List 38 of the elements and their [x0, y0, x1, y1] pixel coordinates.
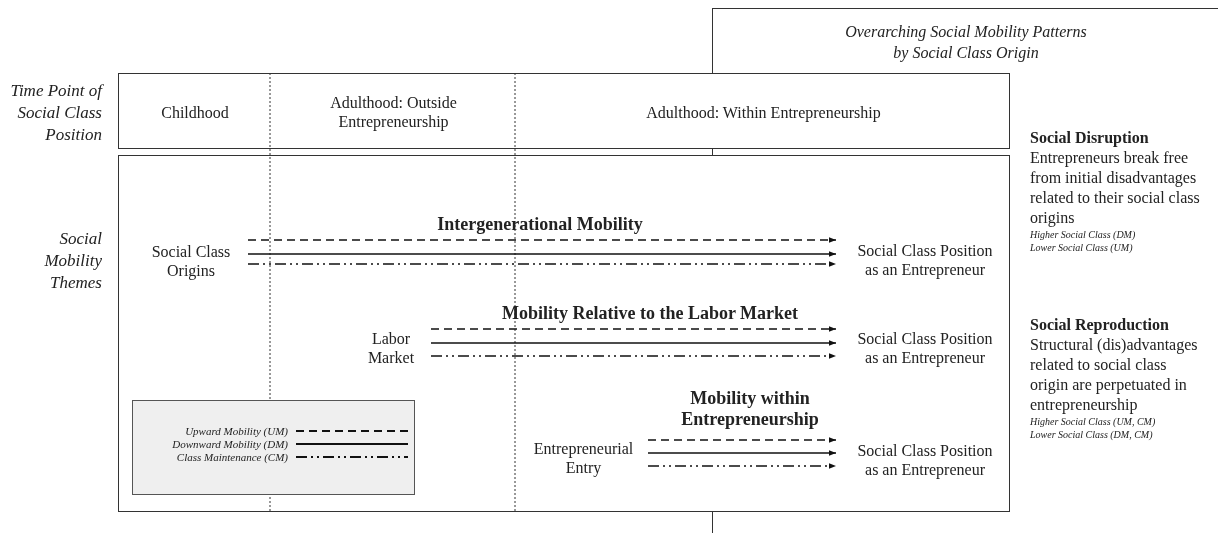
legend-text: Downward Mobility (DM) [171, 437, 288, 451]
node-label: Social Class Origins [136, 234, 246, 288]
panel-heading: Overarching Social Mobility Patterns by Social Class Origin [844, 22, 1088, 63]
arrow [247, 237, 837, 243]
column-header: Adulthood: Outside Entrepreneurship [271, 74, 516, 150]
edge-label: Mobility within Entrepreneurship [680, 388, 820, 430]
note-text: Higher Social Class (DM) [1030, 228, 1136, 241]
row-header: Time Point of Social Class Position [10, 80, 102, 146]
header-band [118, 73, 1010, 149]
arrow [647, 450, 837, 456]
section-heading: Social Reproduction [1030, 315, 1169, 335]
node-label: Entrepreneurial Entry [521, 434, 646, 482]
column-header: Childhood [119, 74, 271, 150]
node-label: Social Class Position as an Entrepreneur [841, 434, 1009, 486]
node-label: Social Class Position as an Entrepreneur [841, 322, 1009, 374]
arrow [430, 326, 837, 332]
note-text: Lower Social Class (UM) [1030, 241, 1133, 254]
arrow [247, 261, 837, 267]
legend-text: Upward Mobility (UM) [184, 424, 288, 438]
arrow [647, 463, 837, 469]
legend-text: Class Maintenance (CM) [175, 450, 288, 464]
section-text: Structural (dis)advantages related to social class origin are perpetuated in entrepreneurship [1030, 335, 1199, 415]
edge-label: Intergenerational Mobility [436, 214, 644, 235]
patterns-panel [712, 8, 1218, 73]
arrow [430, 340, 837, 346]
themes-panel [118, 155, 1010, 512]
column-header: Adulthood: Within Entrepreneurship [516, 74, 1011, 150]
arrow [247, 251, 837, 257]
node-label: Labor Market [353, 324, 429, 372]
row-header: Social Mobility Themes [43, 228, 102, 294]
note-text: Higher Social Class (UM, CM) [1030, 415, 1156, 428]
arrow [430, 353, 837, 359]
arrow [647, 437, 837, 443]
section-heading: Social Disruption [1030, 128, 1149, 148]
section-text: Entrepreneurs break free from initial disadvantages related to their social class origins [1030, 148, 1201, 228]
edge-label: Mobility Relative to the Labor Market [500, 303, 800, 324]
node-label: Social Class Position as an Entrepreneur [841, 234, 1009, 286]
note-text: Lower Social Class (DM, CM) [1030, 428, 1153, 441]
